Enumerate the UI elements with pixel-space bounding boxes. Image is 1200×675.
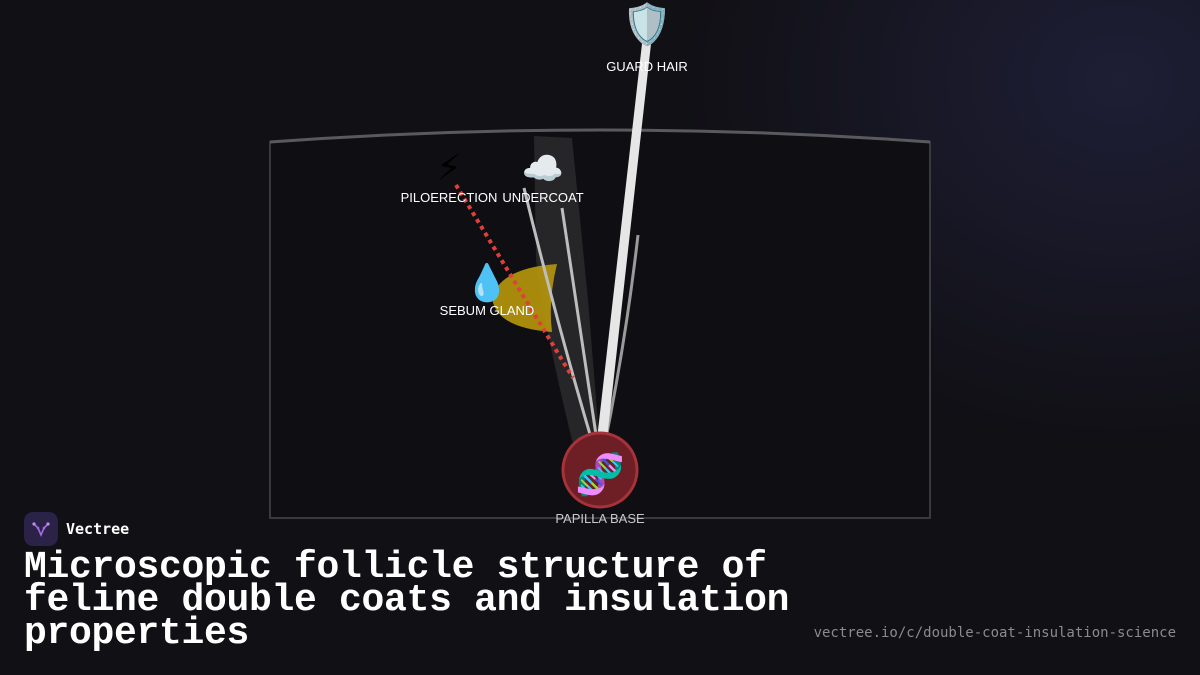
page-title: Microscopic follicle structure of feline… <box>24 546 790 655</box>
undercoat-hair-center <box>560 207 600 449</box>
cloud-icon: ☁️ <box>522 149 564 189</box>
dna-icon: 🧬 <box>575 450 625 498</box>
guard-hair-label: GUARD HAIR <box>606 59 688 74</box>
lightning-icon: ⚡ <box>436 148 461 189</box>
undercoat-label: UNDERCOAT <box>502 190 583 205</box>
sebum-gland-shape <box>492 264 557 332</box>
sebum-gland-label: SEBUM GLAND <box>440 303 535 318</box>
papilla-base-label: PAPILLA BASE <box>555 511 645 526</box>
skin-surface-line <box>269 128 931 144</box>
vectree-logo <box>24 512 58 546</box>
guard-hair-shaft <box>596 35 652 448</box>
vectree-logo-mark <box>32 522 50 538</box>
shield-icon: 🛡️ <box>622 1 672 48</box>
piloerection-label: PILOERECTION <box>401 190 498 205</box>
undercoat-hair-right <box>602 234 640 449</box>
follicle-sheath <box>534 136 600 458</box>
undercoat-hair-left <box>522 187 596 449</box>
droplet-icon: 💧 <box>465 262 510 304</box>
papilla-circle <box>561 431 639 509</box>
arrector-pili-muscle <box>454 183 575 380</box>
source-url[interactable]: vectree.io/c/double-coat-insulation-scie… <box>813 625 1176 641</box>
brand-name: Vectree <box>66 520 130 538</box>
brand: Vectree <box>24 512 129 546</box>
